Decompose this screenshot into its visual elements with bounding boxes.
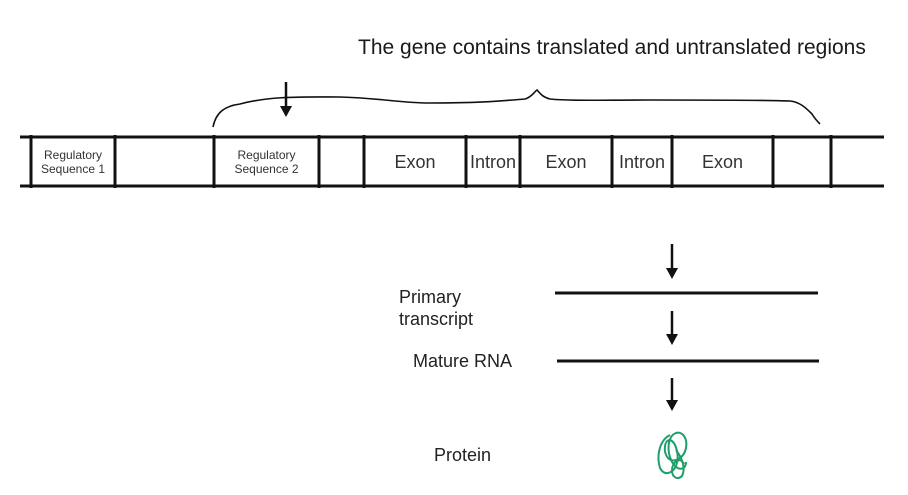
mature-rna-label: Mature RNA	[413, 351, 513, 371]
gene-segment-exon: Exon	[545, 151, 587, 172]
arrow-down-icon	[666, 268, 678, 279]
gene-segment-intron: Intron	[469, 151, 517, 172]
gene-dividers	[29, 135, 833, 188]
gene-segment-spacer	[321, 139, 362, 185]
diagram-title: The gene contains translated and untrans…	[358, 36, 866, 59]
primary-transcript-label: Primary transcript	[399, 287, 474, 329]
protein-label: Protein	[434, 445, 492, 465]
gene-segment-regulatory: Regulatory Sequence 2	[234, 148, 299, 176]
gene-segment-exon: Exon	[701, 151, 744, 172]
gene-segment-spacer	[775, 139, 829, 185]
gene-segment-exon: Exon	[394, 151, 436, 172]
arrow-down-icon	[666, 400, 678, 411]
arrow-down-icon	[666, 334, 678, 345]
gene-segment-intron: Intron	[618, 151, 666, 172]
gene-brace	[212, 88, 821, 128]
gene-segment-regulatory: Regulatory Sequence 1	[40, 148, 106, 176]
protein-icon	[657, 431, 688, 479]
gene-segment-spacer	[117, 139, 212, 185]
arrow-down-icon	[280, 106, 292, 117]
